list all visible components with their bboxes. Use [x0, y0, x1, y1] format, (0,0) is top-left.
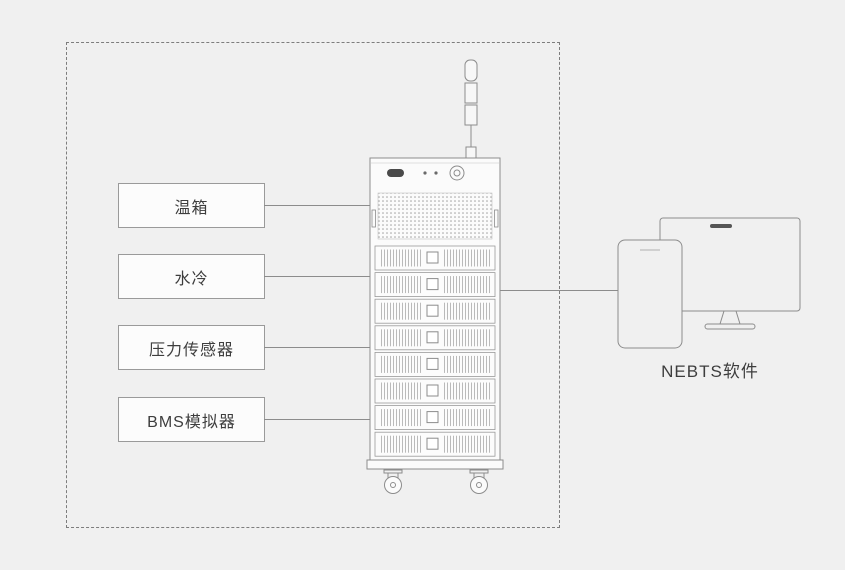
- brand-logo: [387, 169, 404, 177]
- rack-handle: [371, 209, 376, 228]
- test-cabinet-illustration: [366, 59, 504, 494]
- caster-wheel-icon: [469, 469, 489, 494]
- computer-label: NEBTS软件: [661, 362, 759, 381]
- rack-handle: [494, 209, 499, 228]
- component-box-pressure-sensor: 压力传感器: [118, 325, 265, 370]
- component-label-bms-simulator: BMS模拟器: [147, 413, 236, 431]
- tower-device-icon: [617, 239, 683, 349]
- monitor-icon: [659, 217, 801, 330]
- connector-line-temperature-chamber: [264, 205, 370, 206]
- connector-line-cabinet-to-computer: [499, 290, 618, 291]
- cabinet-base: [366, 459, 504, 470]
- connector-line-bms-simulator: [264, 419, 370, 420]
- caster-wheel-icon: [383, 469, 403, 494]
- connector-line-pressure-sensor: [264, 347, 370, 348]
- power-button-icon: [449, 165, 465, 181]
- indicator-led: [434, 171, 438, 175]
- component-label-pressure-sensor: 压力传感器: [148, 341, 234, 359]
- component-label-temperature-chamber: 温箱: [174, 199, 209, 217]
- component-box-bms-simulator: BMS模拟器: [118, 397, 265, 442]
- connector-line-water-cooling: [264, 276, 370, 277]
- component-box-temperature-chamber: 温箱: [118, 183, 265, 228]
- computer-illustration: [617, 217, 801, 349]
- component-label-water-cooling: 水冷: [174, 270, 209, 288]
- indicator-led: [423, 171, 427, 175]
- system-boundary: [66, 42, 560, 528]
- signal-tower-icon: [464, 59, 478, 159]
- vent-grill: [377, 192, 493, 240]
- component-box-water-cooling: 水冷: [118, 254, 265, 299]
